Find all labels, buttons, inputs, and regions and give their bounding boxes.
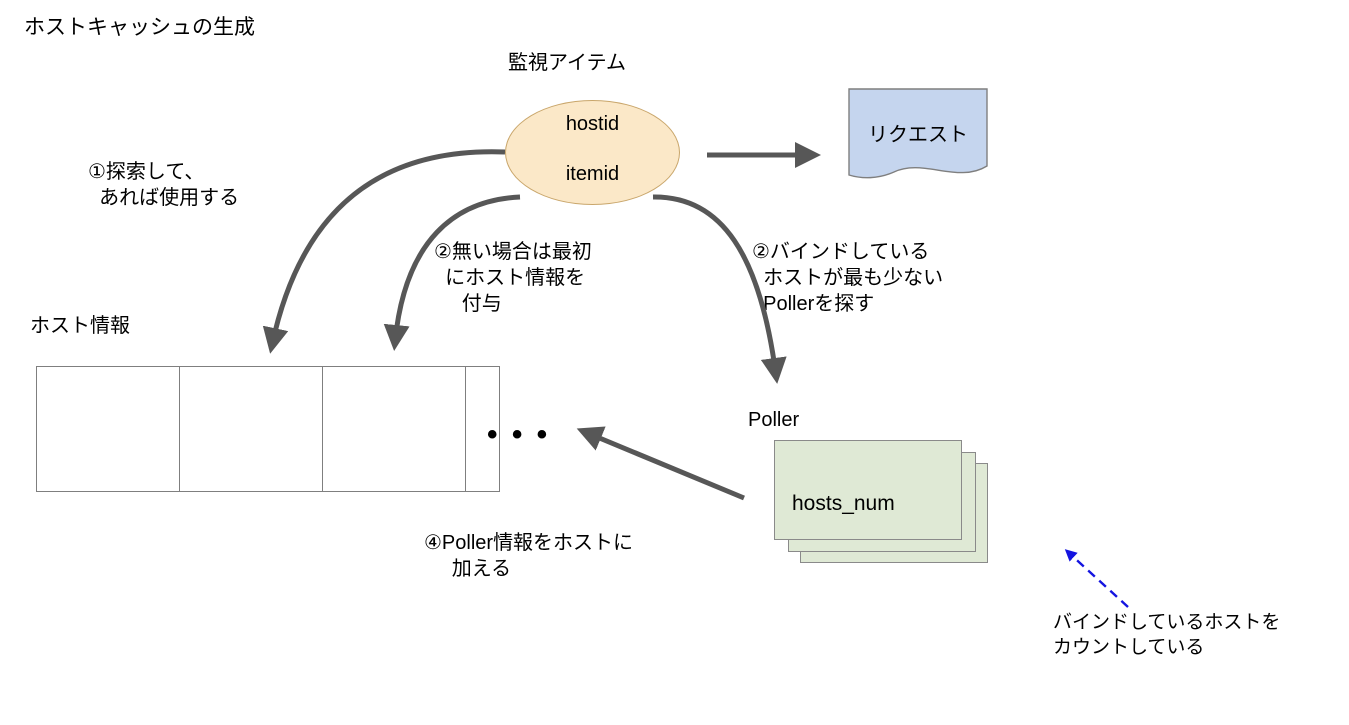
annotation-step4: ④Poller情報をホストに 加える	[424, 532, 634, 580]
monitor-item-label: 監視アイテム	[508, 52, 626, 74]
table-cell	[323, 367, 466, 491]
annotation-step1: ①探索して、 あれば使用する	[88, 161, 240, 209]
table-cell	[466, 367, 499, 491]
annotation-step2a: ②無い場合は最初 にホスト情報を 付与	[434, 241, 592, 315]
table-cell	[37, 367, 180, 491]
host-info-table	[36, 366, 500, 492]
request-document-shape	[848, 88, 988, 179]
poller-box-front	[774, 440, 962, 540]
table-cell	[180, 367, 323, 491]
ellipse-itemid-text: itemid	[565, 163, 620, 185]
arrow-step4	[576, 426, 745, 501]
page-title: ホストキャッシュの生成	[24, 16, 255, 39]
annotation-count-note: バインドしているホストを カウントしている	[1053, 612, 1281, 658]
monitor-item-ellipse: hostid itemid	[505, 100, 680, 205]
poller-label: Poller	[748, 409, 800, 431]
annotation-step2b: ②バインドしている ホストが最も少ない Pollerを探す	[752, 241, 944, 315]
poller-hosts-num-label: hosts_num	[792, 492, 895, 515]
arrow-count-note	[1064, 549, 1129, 608]
table-ellipsis: • • •	[487, 418, 551, 451]
ellipse-hostid-text: hostid	[565, 113, 620, 135]
host-info-label: ホスト情報	[30, 315, 130, 337]
request-document-label: リクエスト	[868, 124, 968, 146]
